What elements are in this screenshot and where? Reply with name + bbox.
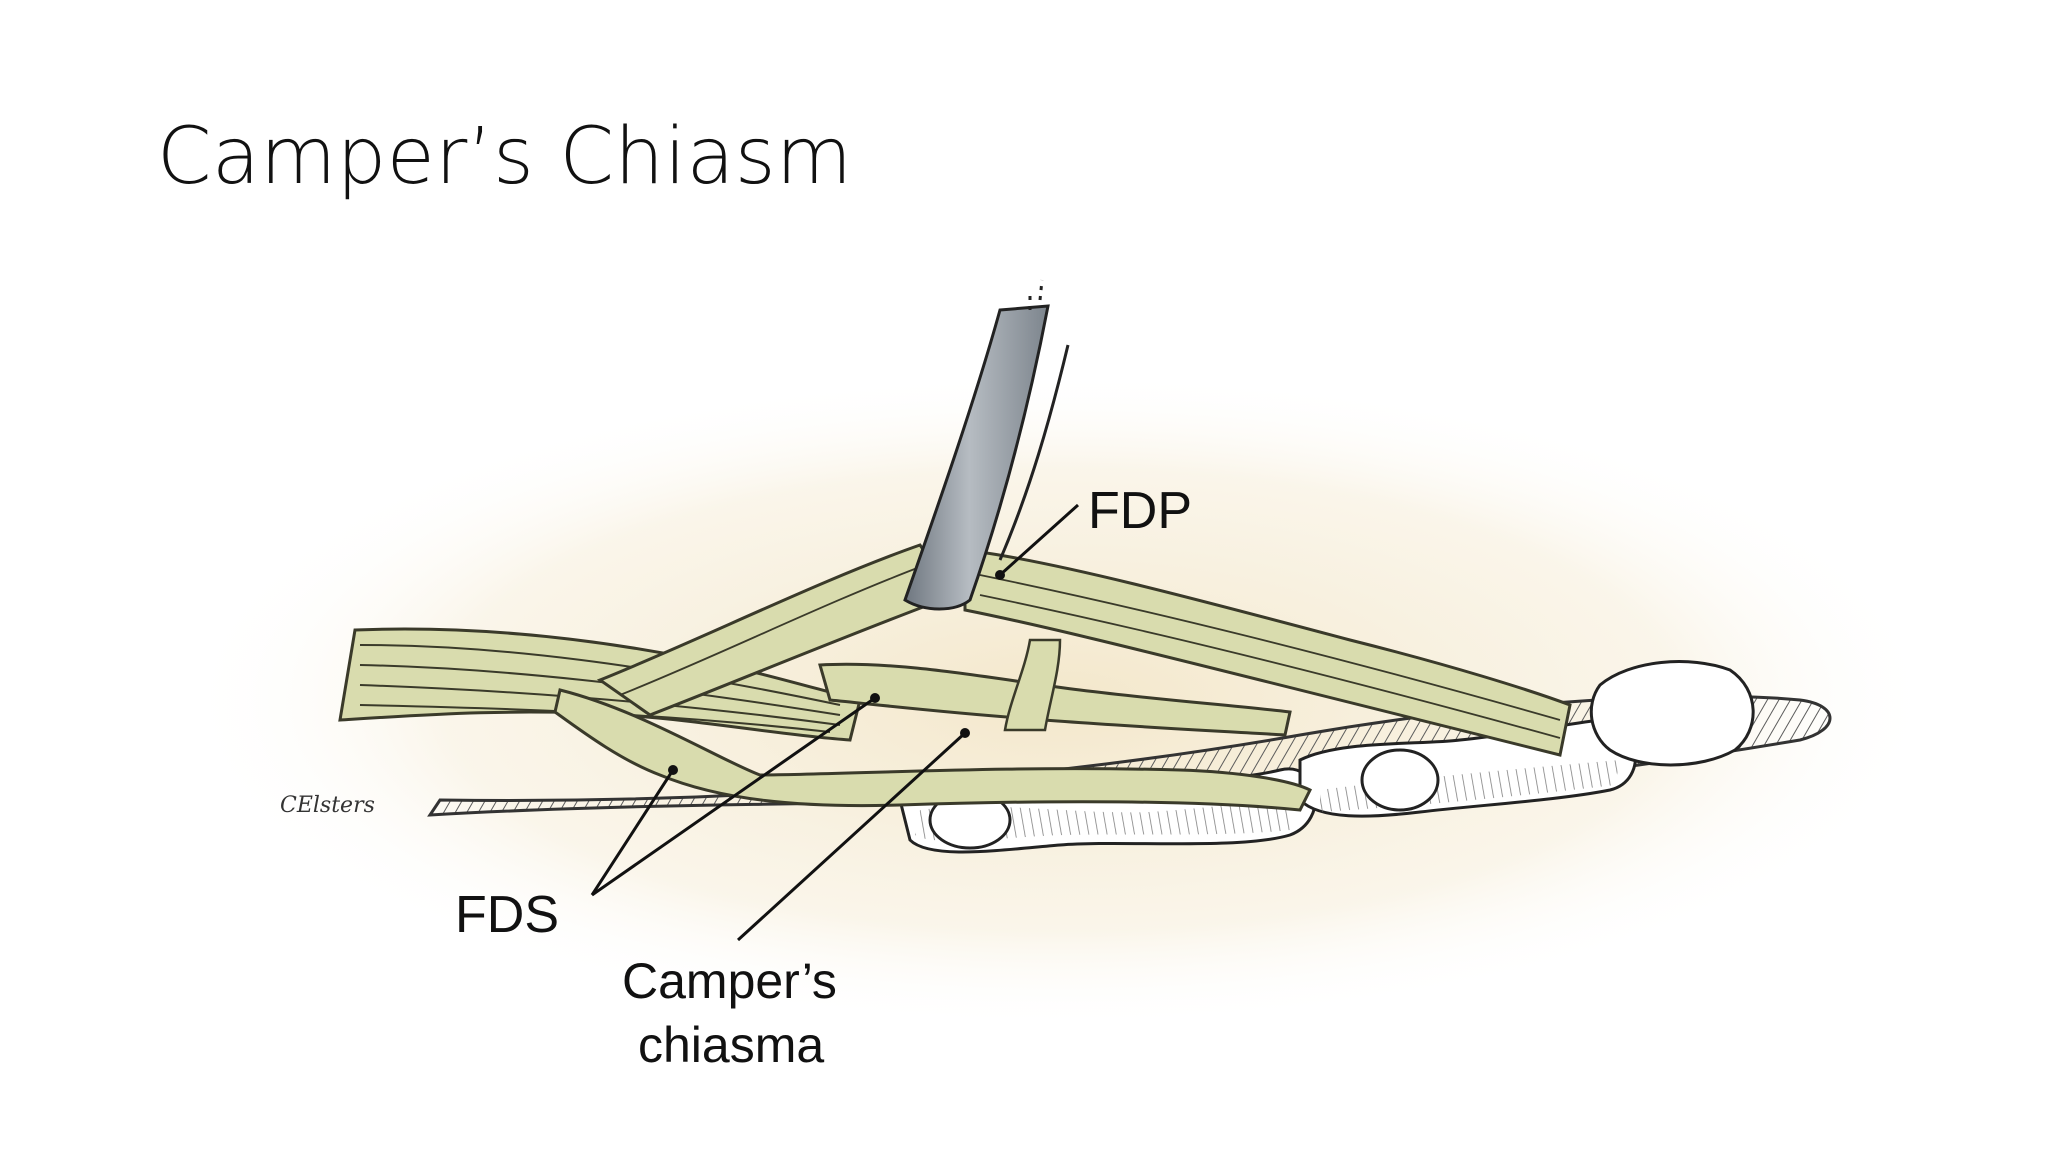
- fdp-leader-line: [998, 503, 1080, 577]
- leader-dots: [668, 570, 1005, 775]
- retractor-instrument: [903, 304, 1050, 611]
- artist-signature: CElsters: [280, 793, 375, 818]
- joint-pip: [1360, 748, 1440, 812]
- fdp-tendon-distal: [963, 548, 1572, 757]
- fds-leader-line-a: [590, 769, 675, 896]
- label-campers-line1: Camper’s: [622, 953, 837, 1009]
- vinculum: [1003, 638, 1062, 732]
- fds-slip-upper: [818, 662, 1292, 737]
- distal-phalanx: [1589, 660, 1755, 767]
- slide-title: Camper’s Chiasm: [157, 112, 853, 202]
- fds-leader-line-b: [591, 696, 876, 897]
- leader-lines: [590, 503, 1080, 942]
- label-fdp: FDP: [1088, 482, 1192, 540]
- campers-leader-line: [736, 731, 967, 942]
- label-campers-line2: chiasma: [638, 1017, 824, 1073]
- fdp-fiber-lines: [619, 564, 1561, 739]
- label-fds: FDS: [455, 886, 559, 944]
- retractor-shaft-lines: [998, 344, 1070, 561]
- proximal-phalanx-hatch: [915, 798, 1295, 841]
